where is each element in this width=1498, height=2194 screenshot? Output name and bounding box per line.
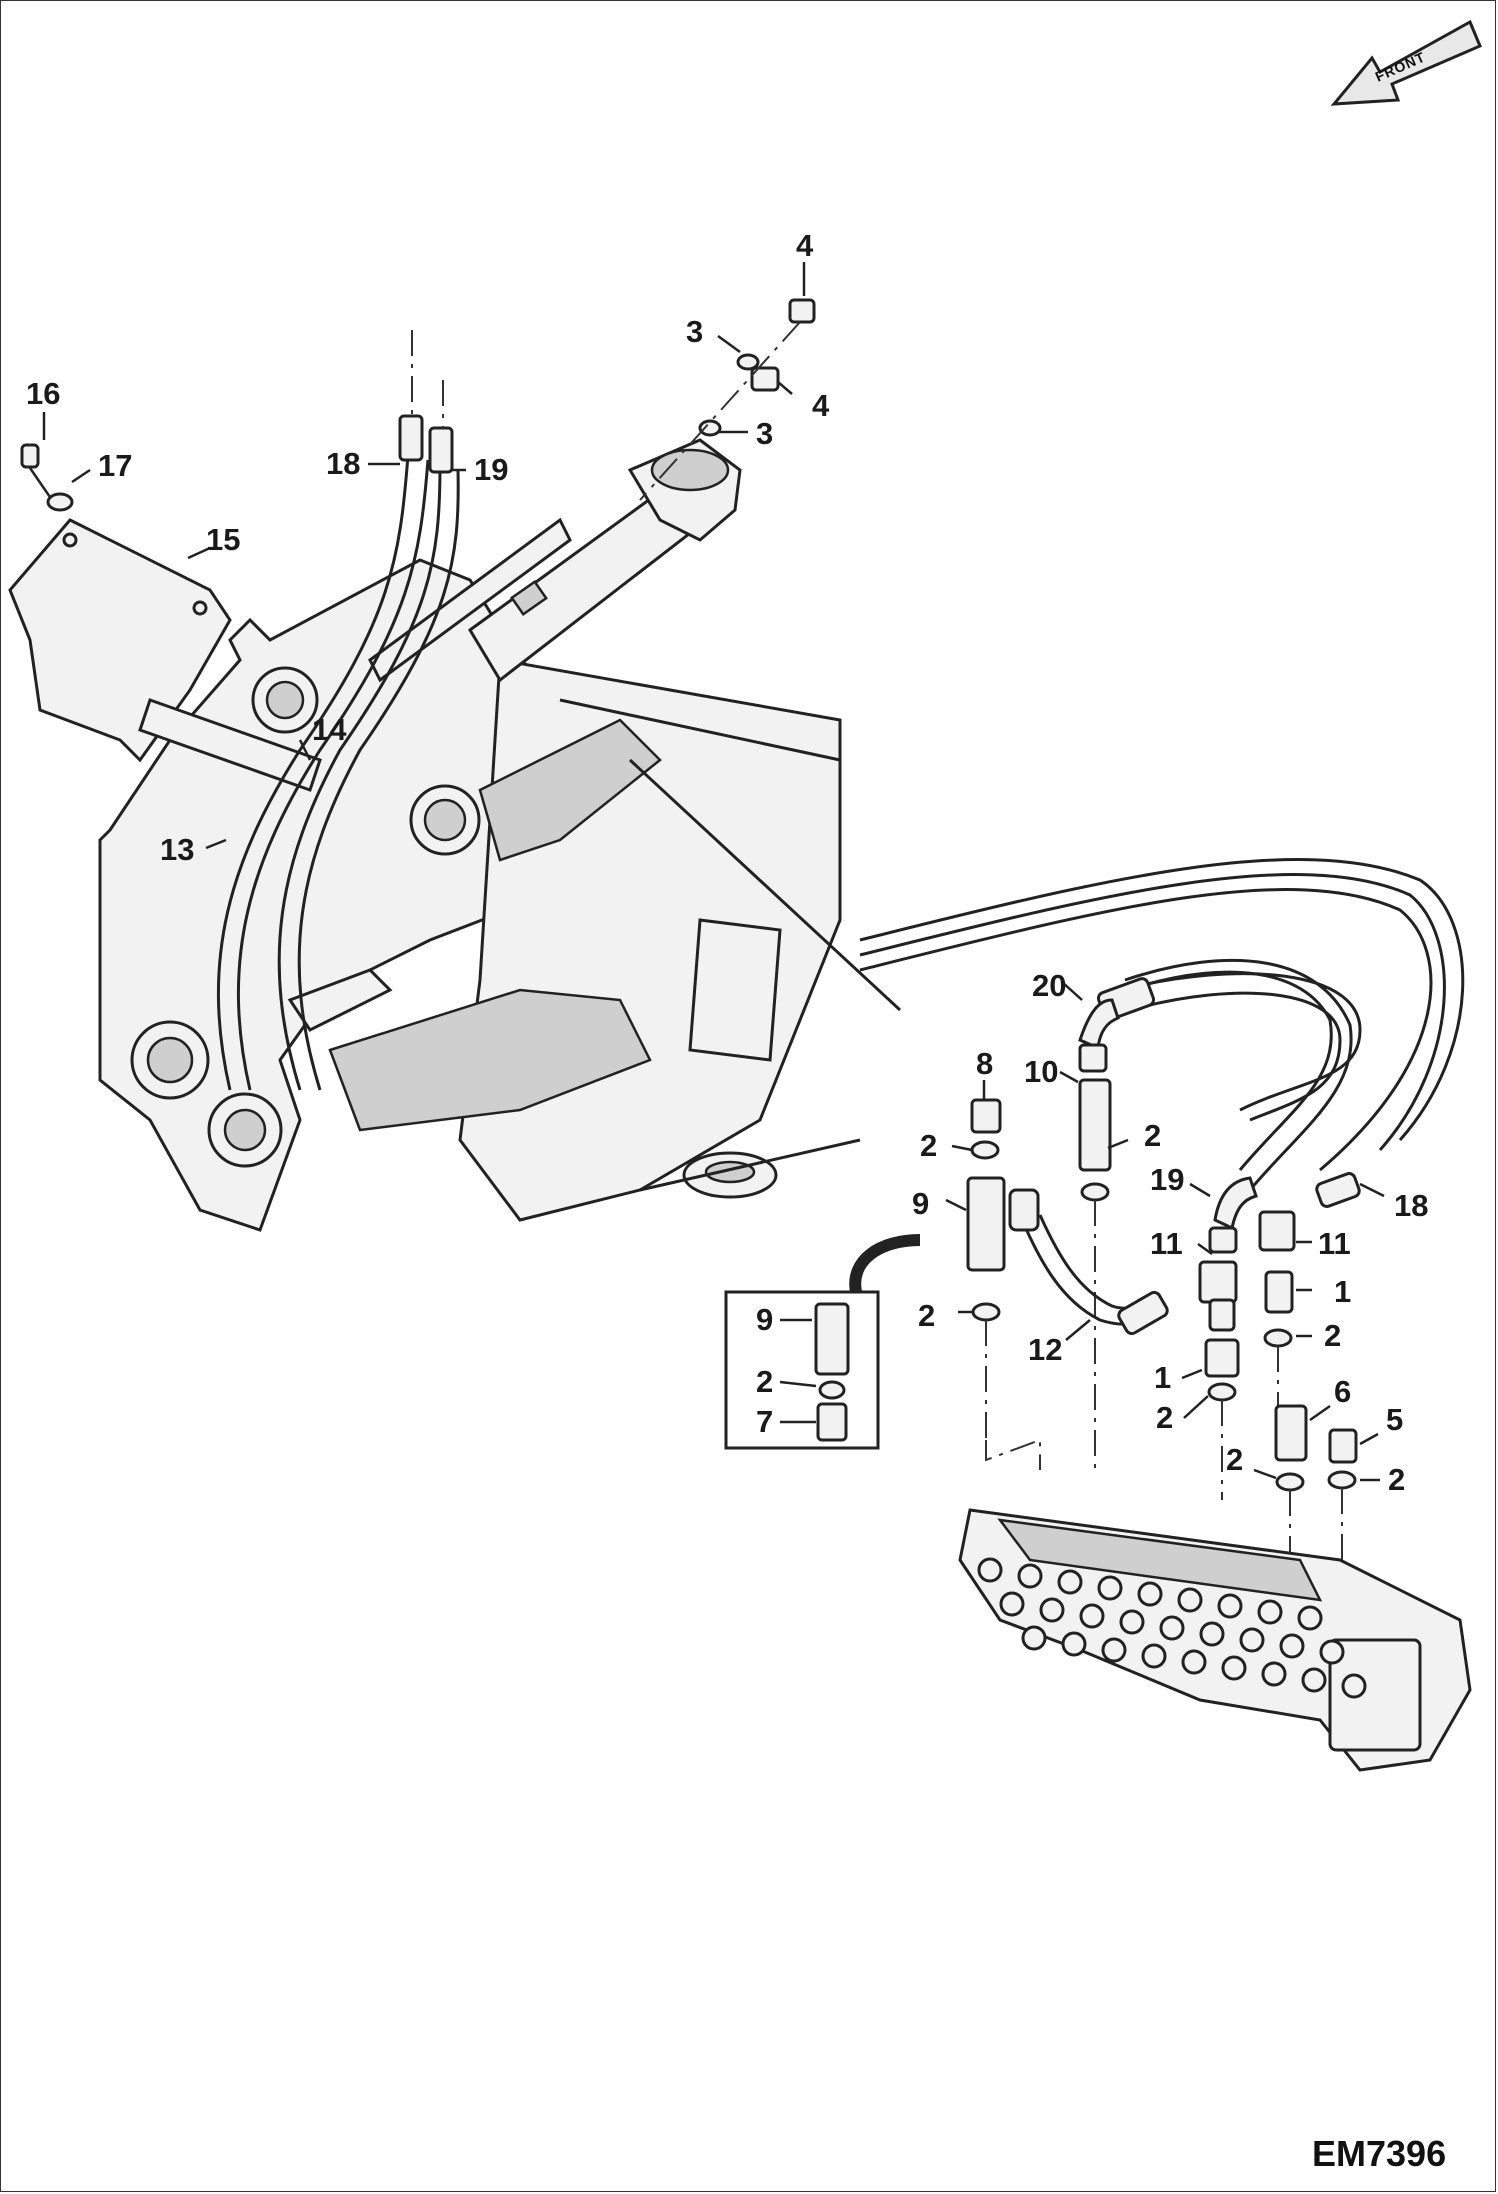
valve-spool-port	[1341, 1673, 1367, 1699]
valve-hose-bundle	[859, 858, 1465, 1191]
valve-spool-port	[1319, 1639, 1345, 1665]
callout-3-top: 3	[686, 314, 703, 349]
valve-spool-port	[1177, 1587, 1203, 1613]
valve-spool-port	[1119, 1609, 1145, 1635]
valve-spool-port	[1101, 1637, 1127, 1663]
callout-13: 13	[160, 832, 194, 867]
callout-7: 7	[756, 1404, 773, 1439]
callouts: 16 17 15 14 13 18 19 4 3 4 3 20 10 8 2 9…	[26, 228, 1428, 1497]
callout-11-a: 11	[1150, 1226, 1183, 1261]
valve-spool-port	[1021, 1625, 1047, 1651]
hose-12	[1008, 1188, 1169, 1336]
callout-2-a: 2	[920, 1128, 937, 1163]
valve-spool-port	[1297, 1605, 1323, 1631]
callout-16: 16	[26, 376, 60, 411]
callout-15: 15	[206, 522, 240, 557]
valve-spool-port	[1097, 1575, 1123, 1601]
valve-spool-port	[1239, 1627, 1265, 1653]
valve-spool-port	[1257, 1599, 1283, 1625]
callout-18-top: 18	[326, 446, 360, 481]
callout-4-lower: 4	[812, 388, 830, 423]
callout-9-inset: 9	[756, 1302, 773, 1337]
valve-spool-port	[977, 1557, 1003, 1583]
fitting-stack-middle	[1198, 1176, 1258, 1500]
callout-19-top: 19	[474, 452, 508, 487]
valve-spool-port	[999, 1591, 1025, 1617]
figure-code: EM7396	[1312, 2133, 1446, 2174]
callout-2-f: 2	[1388, 1462, 1405, 1497]
callout-20: 20	[1032, 968, 1066, 1003]
callout-5: 5	[1386, 1402, 1403, 1437]
valve-spool-port	[1017, 1563, 1043, 1589]
front-arrow-icon: FRONT	[1330, 19, 1482, 106]
valve-spool-port	[1159, 1615, 1185, 1641]
callout-2-g: 2	[918, 1298, 935, 1333]
callout-8: 8	[976, 1046, 993, 1081]
control-valve	[958, 1508, 1472, 1772]
callout-2-b: 2	[1144, 1118, 1161, 1153]
callout-1-a: 1	[1334, 1274, 1351, 1309]
valve-spool-port	[1199, 1621, 1225, 1647]
valve-spool-port	[1141, 1643, 1167, 1669]
fitting-stack-right	[1258, 1172, 1361, 1560]
valve-spool-port	[1217, 1593, 1243, 1619]
callout-6: 6	[1334, 1374, 1351, 1409]
valve-spool-port	[1301, 1667, 1327, 1693]
valve-spool-port	[1057, 1569, 1083, 1595]
callout-2-d: 2	[1156, 1400, 1173, 1435]
valve-spool-port	[1061, 1631, 1087, 1657]
hose-20-assembly	[1078, 977, 1156, 1470]
upper-hoses	[216, 330, 460, 1091]
valve-spool-port	[1261, 1661, 1287, 1687]
callout-14: 14	[312, 712, 347, 747]
boom-swing-bracket	[98, 558, 902, 1232]
washer	[46, 492, 74, 512]
leader-lines	[42, 262, 1385, 1482]
callout-10: 10	[1024, 1054, 1058, 1089]
fitting-stack-left	[966, 1098, 1041, 1470]
callout-17: 17	[98, 448, 132, 483]
bolt	[20, 443, 54, 501]
guard-plate	[8, 518, 322, 792]
callout-2-inset: 2	[756, 1364, 773, 1399]
valve-spool-port	[1137, 1581, 1163, 1607]
callout-9-main: 9	[912, 1186, 929, 1221]
fitting-5	[1327, 1428, 1358, 1560]
callout-4-top: 4	[796, 228, 814, 263]
valve-spool-port	[1221, 1655, 1247, 1681]
callout-18-lower: 18	[1394, 1188, 1428, 1223]
callout-19-lower: 19	[1150, 1162, 1184, 1197]
valve-spool-port	[1279, 1633, 1305, 1659]
valve-spool-port	[1181, 1649, 1207, 1675]
boom-cylinder	[368, 438, 742, 683]
valve-spool-port	[1039, 1597, 1065, 1623]
callout-11-b: 11	[1318, 1226, 1351, 1261]
cylinder-fittings	[639, 298, 816, 501]
callout-2-c: 2	[1324, 1318, 1341, 1353]
valve-spool-port	[1079, 1603, 1105, 1629]
callout-2-e: 2	[1226, 1442, 1243, 1477]
callout-1-b: 1	[1154, 1360, 1171, 1395]
callout-3-lower: 3	[756, 416, 773, 451]
callout-12: 12	[1028, 1332, 1062, 1367]
